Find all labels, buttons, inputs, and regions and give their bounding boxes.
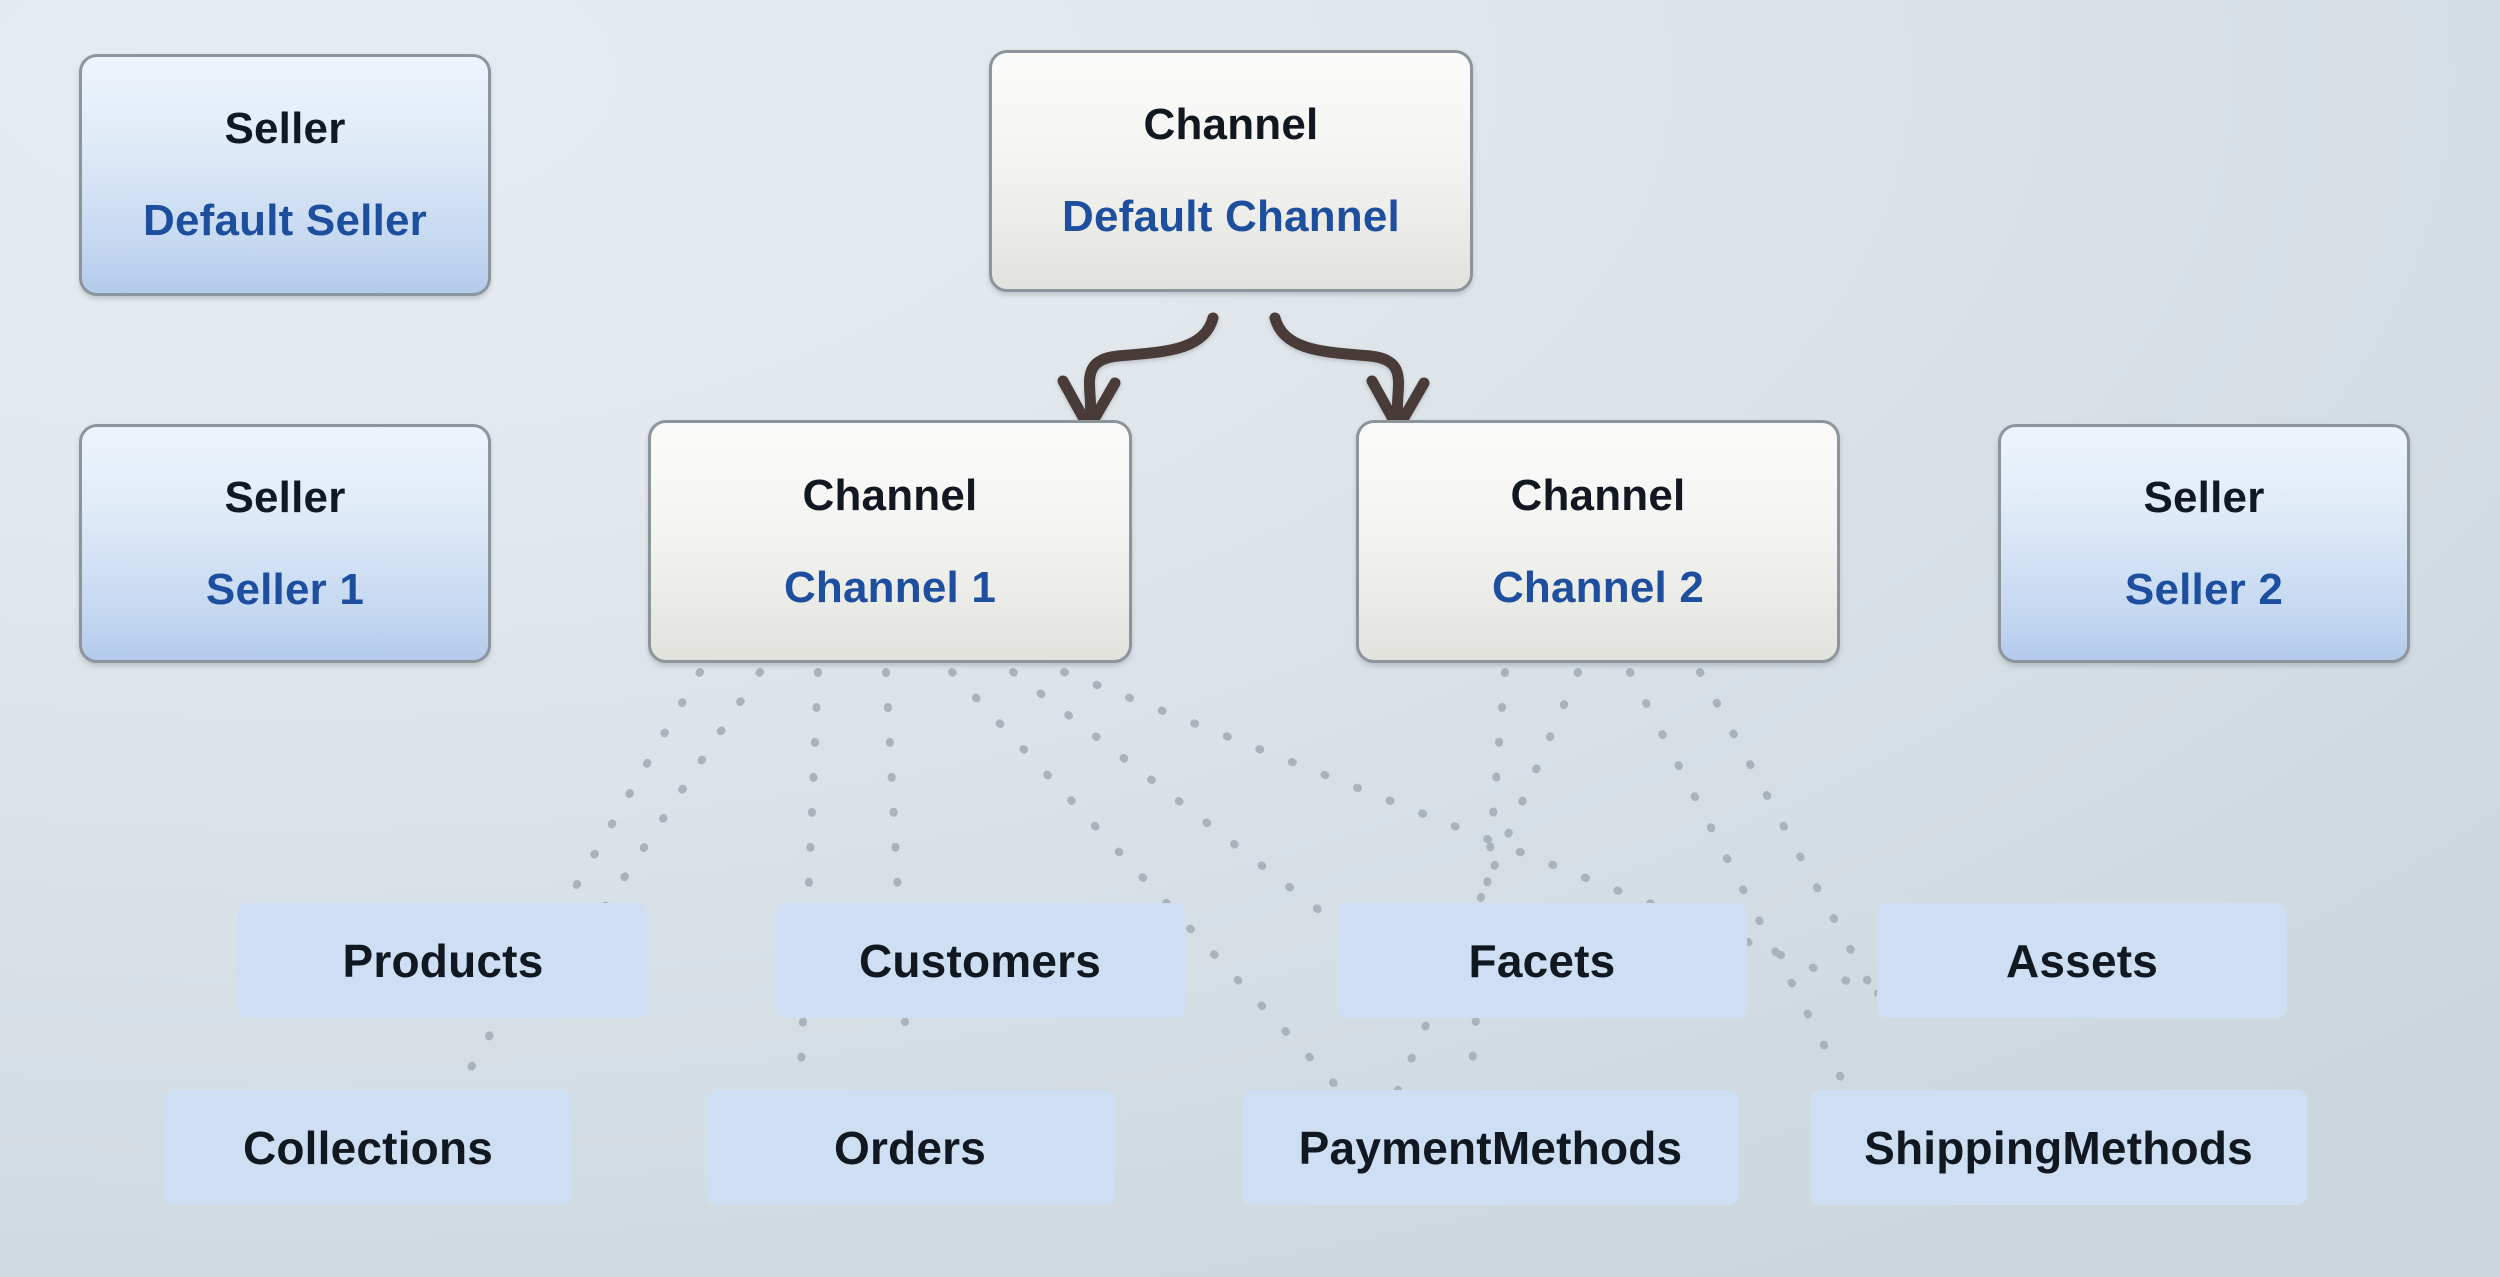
leaf-chip-assets[interactable]: Assets — [1877, 903, 2287, 1018]
entity-card-channel-2[interactable]: Channel Channel 2 — [1356, 420, 1840, 663]
leaf-chip-facets[interactable]: Facets — [1337, 903, 1747, 1018]
entity-name-label: Default Seller — [142, 196, 427, 245]
entity-card-channel-1[interactable]: Channel Channel 1 — [648, 420, 1132, 663]
leaf-chip-orders[interactable]: Orders — [705, 1090, 1115, 1205]
leaf-chip-shippingmethods[interactable]: ShippingMethods — [1810, 1090, 2307, 1205]
entity-name-label: Seller 2 — [2124, 564, 2284, 614]
entity-name-label: Seller 1 — [205, 564, 365, 614]
arrow-default-channel-to-channel-2 — [1269, 312, 1430, 434]
entity-card-default-seller[interactable]: Seller Default Seller — [79, 54, 491, 296]
dotted-links-channel-2 — [1394, 668, 1894, 1099]
leaf-chip-collections[interactable]: Collections — [163, 1090, 573, 1205]
entity-type-label: Seller — [224, 472, 346, 522]
entity-name-label: Default Channel — [1062, 192, 1400, 241]
entity-type-label: Seller — [2143, 472, 2265, 522]
dotted-links-channel-1 — [451, 668, 1904, 1099]
entity-name-label: Channel 1 — [783, 562, 997, 612]
entity-type-label: Channel — [1510, 470, 1686, 520]
entity-card-seller-2[interactable]: Seller Seller 2 — [1998, 424, 2410, 663]
entity-type-label: Seller — [224, 104, 346, 153]
leaf-chip-products[interactable]: Products — [238, 903, 648, 1018]
entity-card-default-channel[interactable]: Channel Default Channel — [989, 50, 1473, 292]
entity-card-seller-1[interactable]: Seller Seller 1 — [79, 424, 491, 663]
leaf-chip-paymentmethods[interactable]: PaymentMethods — [1242, 1090, 1739, 1205]
entity-type-label: Channel — [802, 470, 978, 520]
entity-name-label: Channel 2 — [1491, 562, 1705, 612]
entity-type-label: Channel — [1143, 100, 1319, 149]
arrow-default-channel-to-channel-1 — [1057, 312, 1219, 434]
leaf-chip-customers[interactable]: Customers — [775, 903, 1185, 1018]
